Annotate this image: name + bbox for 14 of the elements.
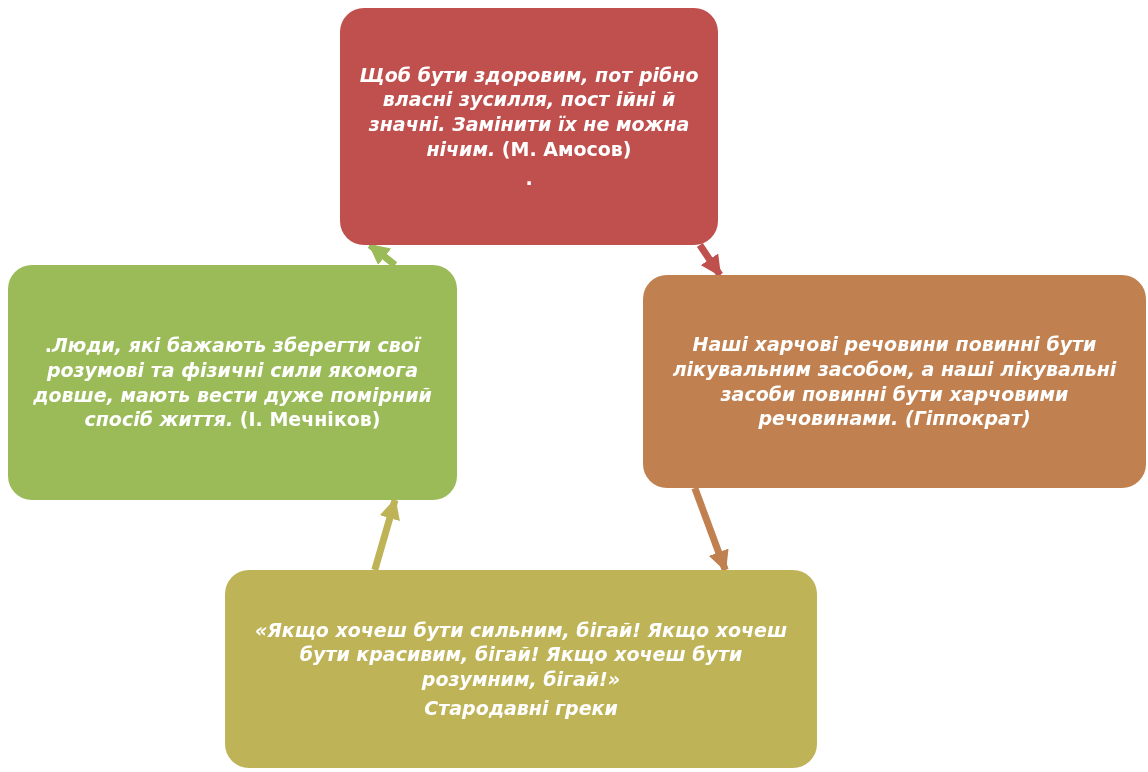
arrow xyxy=(696,243,723,277)
arrow xyxy=(691,486,729,572)
quote-attribution: Стародавні греки xyxy=(424,695,618,721)
quote-box xyxy=(225,570,817,768)
quote-text: Наші харчові речовини повинні бути лікувальним засобом, а наші лікувальні засоби повинні бути харчовими речовинами. (Гіппократ) xyxy=(671,332,1118,431)
quote-box xyxy=(8,265,457,500)
quote-box xyxy=(643,275,1146,488)
quote-text: .Люди, які бажають зберегти свої розумові та фізичні сили якомога довше, мають вести дуже помірний спосіб життя. (І. Мечніков) xyxy=(32,333,433,432)
quote-attribution: . xyxy=(525,165,533,191)
arrow xyxy=(367,242,398,268)
quote-text: Щоб бути здоровим, пот рібно власні зусилля, пост ійні й значні. Замінити їх не можна нічим. (М. Амосов) xyxy=(358,62,700,162)
quote-box xyxy=(340,8,718,245)
arrow xyxy=(371,498,400,571)
quote-text: «Якщо хочеш бути сильним, бігай! Якщо хочеш бути красивим, бігай! Якщо хочеш бути розумним, бігай!» xyxy=(253,617,789,692)
